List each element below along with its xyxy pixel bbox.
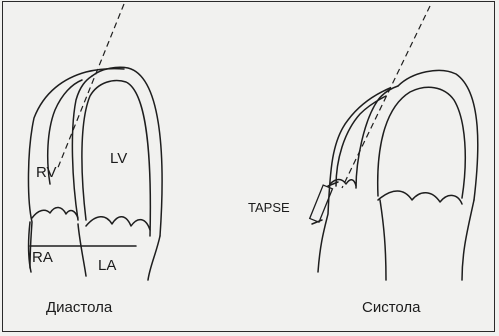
caption-systole: Систола [362,299,421,316]
systole-rv-free-wall [318,88,390,272]
diastole-la-wall [148,236,160,280]
systole-axis-line [342,6,430,188]
systole-la-wall [462,200,474,280]
diastole-mitral-valve [86,217,150,230]
label-rv: RV [36,164,57,181]
caption-diastole: Диастола [46,299,113,316]
diastole-tricuspid-valve [32,207,78,218]
label-la: LA [98,257,116,274]
diastole-atrial-septum [78,224,86,276]
systole-atrial-septum [380,200,386,280]
systole-septum [356,86,398,188]
label-lv: LV [110,150,127,167]
systole-lv-outer-wall [398,70,478,200]
systole-lv-inner-wall [378,87,466,198]
systole-heart [310,6,478,280]
systole-mitral-valve [378,191,462,204]
label-tapse: TAPSE [248,200,290,215]
systole-tricuspid-valve [330,180,356,187]
label-ra: RA [32,249,53,266]
diastole-axis-line [57,4,124,170]
diastole-heart [28,4,162,280]
